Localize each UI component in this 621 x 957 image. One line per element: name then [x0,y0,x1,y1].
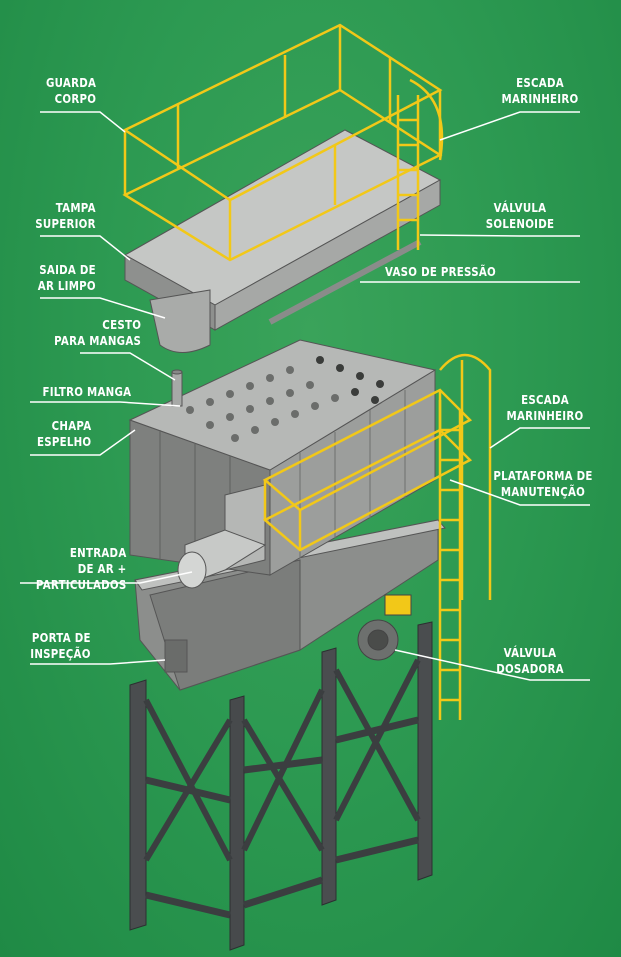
dosing-valve [357,594,412,661]
top-ladder [396,78,444,250]
side-ladder [438,353,492,720]
tube-sheet-holes [186,356,384,442]
support-structure [129,621,433,951]
label-filtro-manga: FILTRO MANGA [42,384,131,399]
label-vaso-de-pressao: VASO DE PRESSÃO [385,264,496,279]
top-cover [123,129,442,353]
filter-basket [171,369,183,407]
leader-lines [20,111,590,681]
air-inlet-duct [177,484,267,589]
inspection-door [164,639,188,673]
pressure-vessel-pipe [268,239,422,325]
